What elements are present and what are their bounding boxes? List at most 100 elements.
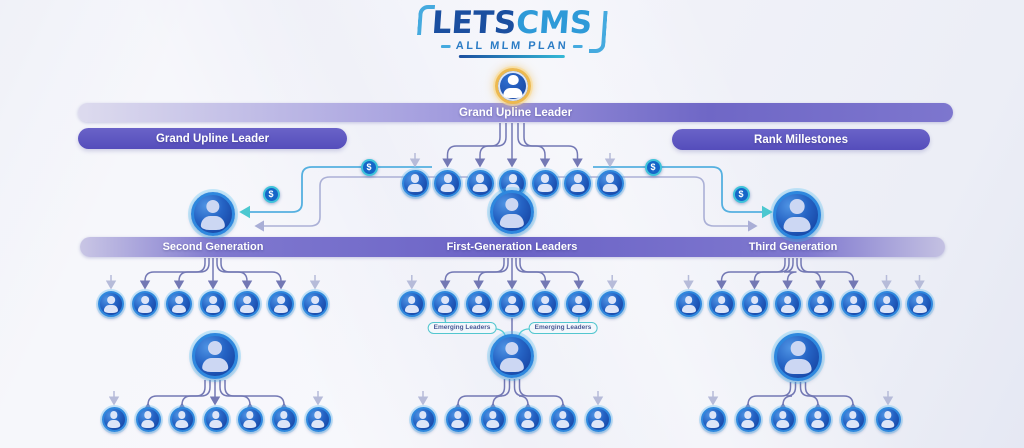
person-glyph [270,293,292,315]
dollar-coin-icon: $ [262,185,280,203]
person-glyph [777,293,799,315]
member-icon [873,291,900,317]
member-icon [135,406,161,432]
person-glyph [172,409,193,430]
member-icon [169,406,195,432]
person-glyph [588,409,609,430]
person-glyph [744,293,766,315]
person-glyph [773,409,794,430]
emerging-leaders-tag-right: Emerging Leaders [528,322,598,334]
member-icon [774,291,801,317]
member-icon [466,169,494,197]
person-glyph [202,293,224,315]
member-icon [550,406,576,432]
logo-text-secondary: CMS [514,5,594,41]
person-glyph [843,293,865,315]
person-glyph [566,172,589,195]
member-icon [410,406,436,432]
left-banner-pill: Grand Upline Leader [78,128,347,149]
member-icon [132,291,158,317]
member-icon [200,291,226,317]
dollar-coin-icon: $ [644,158,662,176]
person-glyph [436,172,459,195]
member-icon [565,291,592,317]
member-icon [445,406,471,432]
member-icon [840,406,866,432]
person-glyph [808,409,829,430]
member-icon [741,291,768,317]
member-icon [532,291,559,317]
person-glyph [134,293,156,315]
person-glyph [240,409,261,430]
logo-bracket-left-icon [416,5,436,35]
sub-leader-icon [192,333,238,379]
member-icon [599,291,626,317]
person-glyph [168,293,190,315]
person-glyph [601,293,623,315]
left-pill-label: Grand Upline Leader [155,132,270,145]
person-glyph [469,172,492,195]
member-icon [564,169,591,197]
member-icon [735,406,761,432]
member-icon [98,291,124,317]
member-icon [203,406,229,432]
person-glyph [308,409,329,430]
person-glyph [206,409,227,430]
member-icon [268,291,294,317]
person-glyph [138,409,159,430]
person-glyph [843,409,864,430]
member-icon [305,406,331,432]
member-icon [234,291,260,317]
generation-bar: Second Generation First-Generation Leade… [80,237,945,257]
person-glyph [777,336,819,378]
generation-label-second: Second Generation [162,241,264,253]
member-icon [807,291,834,317]
member-icon [700,406,726,432]
first-generation-leader-icon [490,190,534,234]
generation-label-first: First-Generation Leaders [446,241,578,253]
person-glyph [404,172,427,195]
person-glyph [501,293,523,315]
sub-leader-icon [490,334,534,378]
logo-tagline: ALL MLM PLAN [431,40,592,52]
person-glyph [434,293,456,315]
person-glyph [195,336,235,376]
dollar-coin-icon: $ [360,158,378,176]
member-icon [531,169,559,197]
person-glyph [711,293,733,315]
member-icon [237,406,263,432]
member-icon [906,291,933,317]
top-banner: Grand Upline Leader [78,103,953,122]
person-glyph [599,172,622,195]
top-banner-label: Grand Upline Leader [458,106,573,119]
person-glyph [878,409,899,430]
tagline-dash-left [440,44,451,48]
person-glyph [776,194,818,236]
person-glyph [703,409,724,430]
member-icon [499,291,525,317]
person-glyph [518,409,539,430]
member-icon [480,406,506,432]
member-icon [596,169,624,197]
person-glyph [534,293,556,315]
member-icon [432,291,459,317]
person-glyph [568,293,590,315]
sub-leader-icon [774,333,822,381]
member-icon [401,169,429,197]
person-glyph [738,409,759,430]
logo-text-primary: LETS [430,5,518,41]
person-glyph [194,195,232,233]
member-icon [434,169,461,197]
person-glyph [483,409,504,430]
member-icon [708,291,735,317]
person-glyph [104,409,125,430]
member-icon [875,406,901,432]
person-glyph [100,293,122,315]
member-icon [770,406,796,432]
right-pill-label: Rank Millestones [754,133,848,146]
generation-label-third: Third Generation [748,241,838,253]
person-glyph [304,293,326,315]
person-glyph [498,71,528,101]
member-icon [675,291,702,317]
